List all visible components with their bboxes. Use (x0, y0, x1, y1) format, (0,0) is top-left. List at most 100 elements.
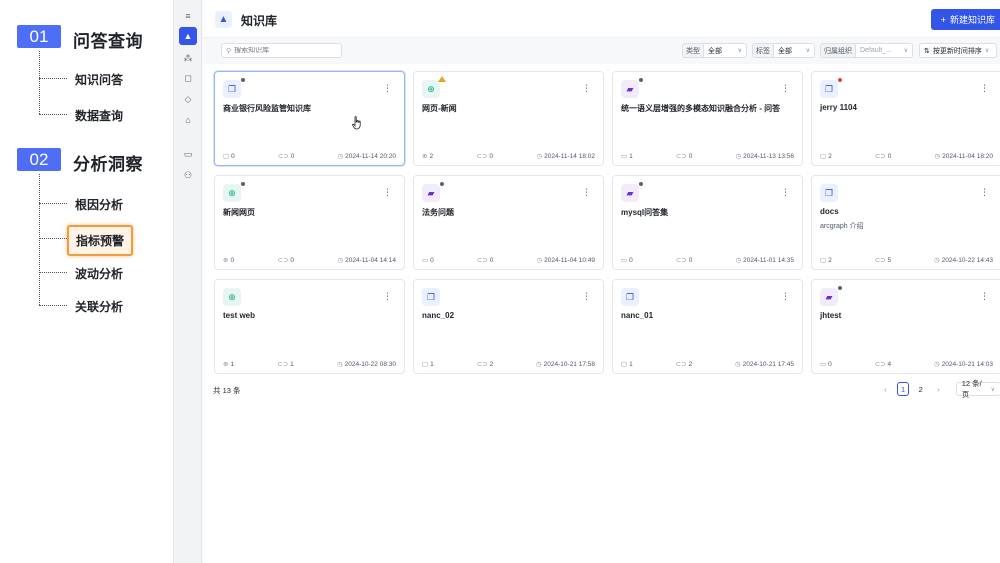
search-box[interactable]: ⚲ (221, 43, 342, 58)
link-icon: ⊂⊃ (675, 257, 687, 264)
page-button[interactable]: 2 (918, 384, 923, 394)
clock-icon: ◷ (337, 153, 344, 160)
more-options-icon[interactable]: ⋮ (582, 187, 591, 197)
item-count: ▢2 (820, 256, 832, 265)
updated-time-value: 2024-11-04 18:20 (942, 152, 993, 160)
card-footer: ▢1⊂⊃2◷2024-10-21 17:45 (621, 359, 794, 369)
link-icon: ⊂⊃ (476, 153, 488, 160)
more-options-icon[interactable]: ⋮ (781, 187, 790, 197)
knowledge-base-card[interactable]: ❐⋮jerry 1104▢2⊂⊃0◷2024-11-04 18:20 (811, 71, 1000, 166)
more-options-icon[interactable]: ⋮ (781, 291, 790, 301)
knowledge-base-card[interactable]: ❐⋮商业银行风险监管知识库▢0⊂⊃0◷2024-11-14 20:20 (214, 71, 405, 166)
card-footer: ▭0⊂⊃0◷2024-11-01 14:35 (621, 255, 794, 265)
page-size-value: 12 条/页 (961, 379, 982, 399)
clock-icon: ◷ (536, 153, 543, 160)
warning-icon (438, 76, 446, 82)
more-options-icon[interactable]: ⋮ (980, 187, 989, 197)
knowledge-base-card[interactable]: ⊕⋮test web⊕1⊂⊃1◷2024-10-22 08:30 (214, 279, 405, 374)
knowledge-base-card[interactable]: ▰⋮mysql问答集▭0⊂⊃0◷2024-11-01 14:35 (612, 175, 803, 270)
total-count: 共 13 条 (213, 386, 241, 395)
chevron-down-icon: ∨ (805, 48, 810, 54)
chat-icon[interactable]: ◻ (184, 72, 192, 83)
outline-item-fluctuation: 波动分析 (75, 267, 124, 281)
file-count-icon: ▢ (422, 361, 429, 368)
tree-branch (39, 78, 67, 79)
type-filter[interactable]: 类型 全部∨ (682, 43, 747, 58)
link-count-value: 4 (887, 360, 892, 368)
knowledge-base-card[interactable]: ❐⋮nanc_02▢1⊂⊃2◷2024-10-21 17:58 (413, 279, 604, 374)
card-title: 网页-新闻 (422, 104, 457, 113)
tag-filter-select[interactable]: 全部∨ (774, 44, 814, 57)
more-options-icon[interactable]: ⋮ (582, 291, 591, 301)
document-icon: ❐ (820, 80, 838, 98)
org-filter-select[interactable]: Default_...∨ (856, 44, 912, 57)
item-count-value: 1 (230, 360, 235, 368)
knowledge-base-card[interactable]: ⊕⋮新闻网页⊕0⊂⊃0◷2024-11-04 14:14 (214, 175, 405, 270)
new-button-label: 新建知识库 (949, 15, 995, 25)
more-options-icon[interactable]: ⋮ (383, 83, 392, 93)
link-count: ⊂⊃4 (875, 360, 892, 369)
graph-icon[interactable]: ⁂ (183, 52, 193, 63)
tag-filter[interactable]: 标签 全部∨ (752, 43, 815, 58)
more-options-icon[interactable]: ⋮ (980, 291, 989, 301)
more-options-icon[interactable]: ⋮ (980, 83, 989, 93)
search-input[interactable] (234, 47, 335, 54)
more-options-icon[interactable]: ⋮ (781, 83, 790, 93)
knowledge-base-icon[interactable]: ▲ (179, 27, 197, 45)
link-count: ⊂⊃0 (476, 152, 494, 161)
error-status-dot (837, 77, 843, 83)
chevron-down-icon: ∨ (903, 48, 908, 54)
users-icon[interactable]: ⚇ (183, 169, 193, 180)
next-page-button[interactable]: › (937, 384, 940, 394)
document-icon: ❐ (422, 288, 440, 306)
updated-time-value: 2024-11-04 14:14 (345, 256, 396, 264)
updated-time-value: 2024-10-22 08:30 (344, 360, 396, 368)
list-icon[interactable]: ≡ (185, 11, 191, 21)
link-count: ⊂⊃2 (477, 360, 494, 369)
card-footer: ▢2⊂⊃5◷2024-10-22 14:43 (820, 255, 993, 265)
updated-time: ◷2024-10-21 17:45 (735, 360, 794, 369)
page-header: ▲ 知识库 + 新建知识库 (203, 0, 1000, 38)
item-count: ▢2 (820, 152, 832, 161)
item-count-value: 1 (629, 152, 633, 160)
more-options-icon[interactable]: ⋮ (383, 291, 392, 301)
knowledge-base-icon: ▲ (215, 11, 232, 28)
link-count: ⊂⊃0 (278, 256, 295, 265)
knowledge-base-card[interactable]: ⊕⋮网页-新闻⊕2⊂⊃0◷2024-11-14 18:02 (413, 71, 604, 166)
item-count-value: 2 (828, 256, 832, 264)
item-count: ⊕2 (422, 152, 433, 161)
section-title: 问答查询 (73, 32, 143, 51)
link-icon: ⊂⊃ (277, 153, 289, 160)
updated-time-value: 2024-10-21 17:58 (543, 360, 595, 368)
prev-page-button[interactable]: ‹ (884, 384, 887, 394)
link-count-value: 0 (688, 152, 693, 160)
item-count-value: 0 (828, 360, 832, 368)
clock-icon: ◷ (337, 257, 344, 264)
org-filter[interactable]: 归属组织 Default_...∨ (820, 43, 913, 58)
knowledge-base-card[interactable]: ❐⋮nanc_01▢1⊂⊃2◷2024-10-21 17:45 (612, 279, 803, 374)
item-count-value: 1 (629, 360, 633, 368)
file-count-icon: ⊕ (223, 361, 229, 368)
knowledge-base-card[interactable]: ▰⋮jhtest▭0⊂⊃4◷2024-10-21 14:03 (811, 279, 1000, 374)
more-options-icon[interactable]: ⋮ (383, 187, 392, 197)
file-count-icon: ▭ (422, 257, 429, 264)
card-footer: ⊕1⊂⊃1◷2024-10-22 08:30 (223, 359, 396, 369)
tree-branch (39, 114, 67, 115)
knowledge-base-card[interactable]: ▰⋮统一语义层增强的多模态知识融合分析 - 问答▭1⊂⊃0◷2024-11-13… (612, 71, 803, 166)
knowledge-base-card[interactable]: ▰⋮法务问题▭0⊂⊃0◷2024-11-04 10:49 (413, 175, 604, 270)
type-filter-label: 类型 (683, 44, 704, 57)
tag-icon[interactable]: ◇ (184, 93, 192, 104)
home-icon[interactable]: ⌂ (185, 115, 191, 125)
more-options-icon[interactable]: ⋮ (582, 83, 591, 93)
status-dot (837, 285, 843, 291)
page-size-select[interactable]: 12 条/页 ∨ (955, 379, 1000, 399)
message-icon[interactable]: ▭ (183, 148, 193, 159)
type-filter-select[interactable]: 全部∨ (704, 44, 746, 57)
updated-time-value: 2024-10-21 17:45 (742, 360, 794, 368)
page-button[interactable]: 1 (896, 382, 910, 396)
globe-icon: ⊕ (223, 184, 241, 202)
sort-select[interactable]: ⇅ 按更新时间排序 ∨ (919, 43, 997, 58)
new-knowledge-base-button[interactable]: + 新建知识库 (930, 9, 1000, 30)
qa-icon: ▰ (820, 288, 838, 306)
